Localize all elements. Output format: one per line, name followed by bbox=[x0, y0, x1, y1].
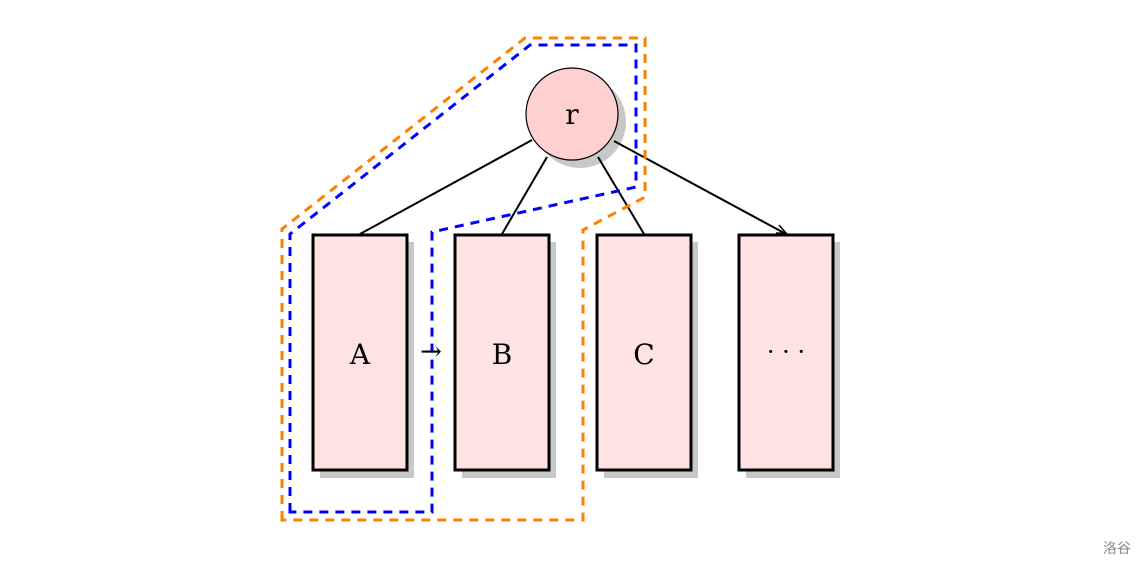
child-box-a bbox=[311, 233, 409, 472]
root-label: r bbox=[565, 98, 579, 131]
edge-r-a bbox=[359, 139, 533, 235]
blue-region bbox=[288, 43, 638, 514]
sibling-arrow-label: → bbox=[420, 337, 442, 367]
child-box-c bbox=[595, 233, 693, 472]
edge-r-c bbox=[597, 156, 645, 235]
orange-region bbox=[280, 36, 647, 522]
edge-r-more bbox=[613, 140, 787, 235]
child-box-b bbox=[453, 233, 551, 472]
edge-r-b bbox=[501, 156, 548, 235]
child-label-c: C bbox=[633, 338, 654, 371]
watermark: 洛谷 bbox=[1103, 541, 1131, 557]
child-label-more: · · · bbox=[767, 338, 805, 366]
child-box-more bbox=[737, 233, 835, 472]
child-label-a: A bbox=[349, 338, 371, 371]
child-label-b: B bbox=[492, 338, 513, 371]
root-node bbox=[525, 67, 619, 161]
